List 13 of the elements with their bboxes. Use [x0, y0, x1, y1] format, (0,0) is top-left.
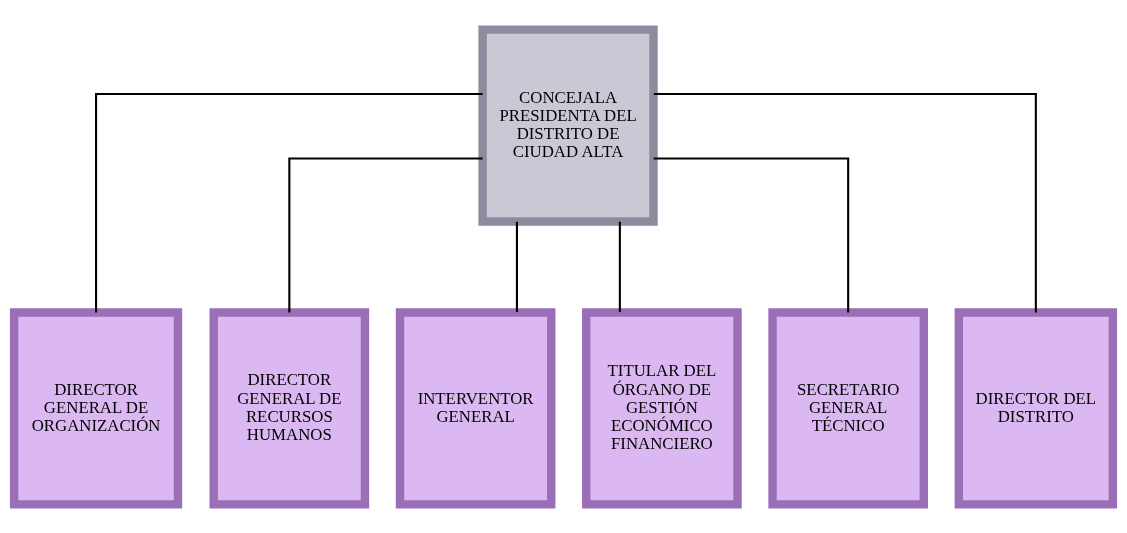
connector — [515, 221, 518, 312]
node-box: DIRECTOR DEL DISTRITO — [954, 307, 1118, 509]
node-box: SECRETARIO GENERAL TÉCNICO — [768, 307, 928, 509]
node-box: TITULAR DEL ÓRGANO DE GESTIÓN ECONÓMICO FINANCIERO — [582, 307, 742, 509]
connector — [618, 221, 621, 312]
node-box: INTERVENTOR GENERAL — [395, 307, 556, 509]
connector — [653, 156, 850, 312]
connector — [95, 92, 483, 312]
connector — [288, 156, 483, 312]
node-box: CONCEJALA PRESIDENTA DEL DISTRITO DE CIUDAD ALTA — [478, 24, 658, 226]
node-box: DIRECTOR GENERAL DE ORGANIZACIÓN — [9, 307, 183, 509]
node-box: DIRECTOR GENERAL DE RECURSOS HUMANOS — [209, 307, 370, 509]
connector — [653, 92, 1037, 312]
